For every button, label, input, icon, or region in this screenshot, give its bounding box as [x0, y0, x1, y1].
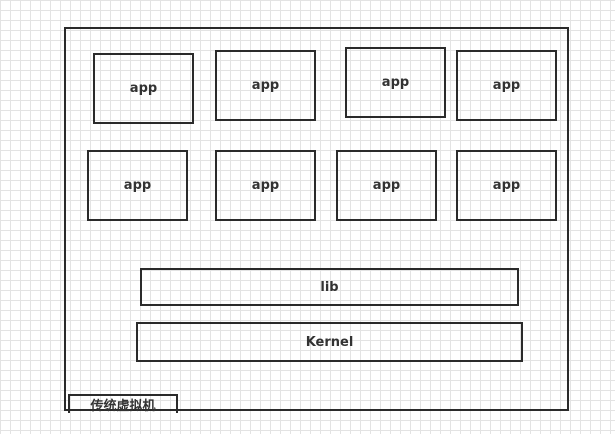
- app-box-8: app: [456, 150, 557, 221]
- vm-caption-label: 传统虚拟机: [68, 394, 178, 414]
- app-box-4: app: [456, 50, 557, 121]
- app-box-5: app: [87, 150, 188, 221]
- vm-outer-frame: [64, 27, 569, 411]
- lib-layer-box: lib: [140, 268, 519, 306]
- app-box-6: app: [215, 150, 316, 221]
- app-box-3: app: [345, 47, 446, 118]
- kernel-layer-box: Kernel: [136, 322, 523, 362]
- app-box-1: app: [93, 53, 194, 124]
- app-box-7: app: [336, 150, 437, 221]
- app-box-2: app: [215, 50, 316, 121]
